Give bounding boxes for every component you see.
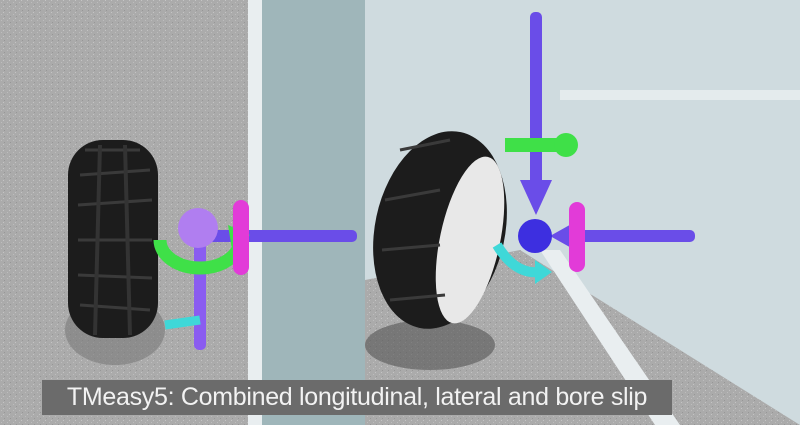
vertical-force-arrow	[194, 240, 206, 350]
wheel-center-right	[518, 219, 552, 253]
spin-arrow	[164, 315, 201, 330]
right-view	[365, 0, 800, 425]
tire-perspective	[373, 131, 507, 329]
vertical-force-arrow-right	[530, 12, 542, 202]
lane-line	[248, 0, 262, 425]
tire-front-view	[68, 140, 158, 338]
moment-arrow-right	[569, 202, 585, 272]
lateral-force-arrow	[195, 230, 357, 242]
lateral-force-arrow-right	[560, 230, 695, 242]
wheel-center	[178, 208, 218, 248]
wall	[262, 0, 365, 425]
moment-arrow	[233, 200, 249, 275]
left-view	[0, 0, 365, 425]
caption: TMeasy5: Combined longitudinal, lateral …	[42, 380, 672, 415]
